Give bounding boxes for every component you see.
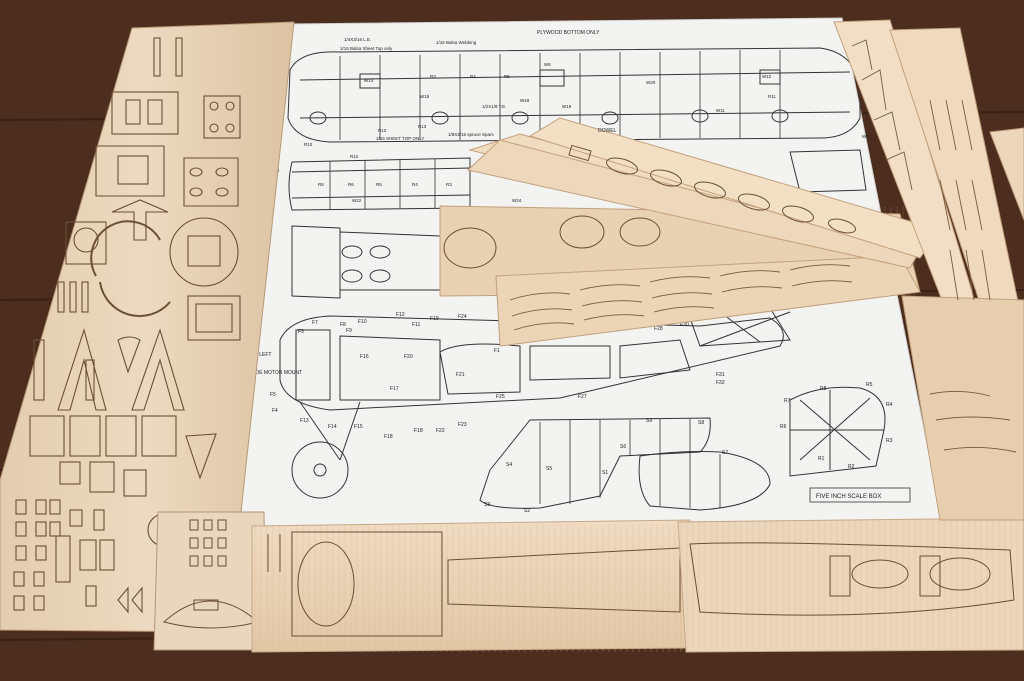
label-w14: W15 <box>420 94 430 99</box>
label-f9: F9 <box>346 328 352 334</box>
label-r3b: R3 <box>446 182 452 187</box>
label-tr1: R1 <box>818 456 825 462</box>
label-w5: W5 <box>862 134 869 139</box>
label-r11: R11 <box>768 94 776 99</box>
top-wing-drawing <box>287 47 861 143</box>
label-tr2: R2 <box>848 464 855 470</box>
dowel-label: DOWEL <box>598 128 617 134</box>
label-f11: F11 <box>412 322 420 328</box>
label-s9: S9 <box>646 418 652 424</box>
stabilizer-labels: S9 S8 S6 S7 S4 S5 S1 S3 S2 <box>484 418 728 514</box>
balsa-strips: DOWEL <box>439 117 941 347</box>
spruce-spars-label: 1/8X3/16 spruce Spars <box>448 132 495 137</box>
label-tr6: R6 <box>780 424 787 430</box>
label-s7: S7 <box>722 450 728 456</box>
le-label: 1/4X3/16 L.E. <box>344 37 371 42</box>
label-f1: F1 <box>494 348 500 354</box>
scale-box: FIVE INCH SCALE BOX <box>809 487 911 503</box>
fuselage-labels: F3 F2 LEFT RIGHT SIDE MOTOR MOUNT F5 F4 … <box>234 312 725 440</box>
label-s6: S6 <box>620 444 626 450</box>
label-w8: W6 <box>544 62 551 67</box>
label-tr4: R4 <box>886 402 893 408</box>
label-w13: W14 <box>364 78 374 83</box>
label-f10: F10 <box>358 319 367 325</box>
label-r10: R10 <box>304 142 313 147</box>
label-f25: F25 <box>496 394 505 400</box>
label-f22: F21 <box>456 372 465 378</box>
label-r4: R4 <box>470 74 476 79</box>
stabilizer-drawing <box>479 417 771 511</box>
label-f31: F30 <box>680 322 689 328</box>
label-f24: F23 <box>458 422 467 428</box>
label-tr5: R5 <box>866 382 873 388</box>
label-r12: R12 <box>378 128 387 133</box>
label-r5b: R5 <box>376 182 382 187</box>
label-tr3: R3 <box>886 438 893 444</box>
label-f20: F19 <box>430 316 439 322</box>
label-tr8: R8 <box>820 386 827 392</box>
label-f21: F20 <box>404 354 413 360</box>
sheet-top-only-label: 1/16 SHEET TOP ONLY <box>376 136 424 141</box>
top-wing-labels: PLYWOOD BOTTOM ONLY 1/4X3/16 L.E. 1/16 B… <box>304 30 869 147</box>
te-label: 1/2X1/8 T.E. <box>482 104 506 109</box>
label-f13: F13 <box>300 418 309 424</box>
webbing-label: 1/16 Balsa Webbing <box>436 40 477 45</box>
f2-left-label: F2 LEFT <box>252 352 271 358</box>
label-f30: F28 <box>654 326 663 332</box>
label-w12: W12 <box>762 74 772 79</box>
label-s4: S4 <box>506 462 512 468</box>
label-f8: F8 <box>340 322 346 328</box>
label-f32: F31 <box>716 372 725 378</box>
label-r5: R5 <box>504 74 510 79</box>
label-s2: S2 <box>524 508 530 514</box>
right-balsa-sheets <box>833 19 1024 521</box>
label-s5: S5 <box>546 466 552 472</box>
label-f28: F27 <box>578 394 587 400</box>
motor-mount-label: RIGHT SIDE MOTOR MOUNT <box>234 370 302 376</box>
bottom-balsa-sheet <box>251 519 691 653</box>
label-f19: F18 <box>384 434 393 440</box>
tail-fin-labels: R8 R5 R7 R4 R6 R3 R1 R2 <box>780 382 893 470</box>
label-f18: F18 <box>414 428 423 434</box>
tail-fin-drawing <box>789 386 886 477</box>
label-f15: F15 <box>354 424 363 430</box>
label-f16: F16 <box>360 354 369 360</box>
label-r12b: R12 <box>350 154 359 159</box>
sheet-top-label: 1/16 Balsa Sheet Top only <box>340 46 393 51</box>
plywood-bottom-label: PLYWOOD BOTTOM ONLY <box>537 30 600 36</box>
label-f4: F4 <box>272 408 278 414</box>
label-r13: R13 <box>418 124 427 129</box>
label-tr7: R7 <box>784 398 791 404</box>
bottom-right-balsa-sheet <box>677 517 1024 653</box>
label-f33: F32 <box>716 380 725 386</box>
label-r6: R6 <box>348 182 354 187</box>
label-f7: F7 <box>312 320 318 326</box>
small-plywood-card <box>153 511 267 651</box>
label-s8: S8 <box>698 420 704 426</box>
label-s3: S3 <box>484 502 490 508</box>
label-f17: F17 <box>390 386 399 392</box>
label-w24: W24 <box>512 198 522 203</box>
label-f12: F12 <box>396 312 405 318</box>
fuselage-drawing <box>279 225 791 499</box>
label-f23: F22 <box>436 428 445 434</box>
label-r4b: R4 <box>412 182 418 187</box>
label-r3: R3 <box>430 74 436 79</box>
scale-box-label: FIVE INCH SCALE BOX <box>816 494 881 500</box>
label-s1: S1 <box>602 470 608 476</box>
label-w20: W20 <box>646 80 656 85</box>
label-w22: W22 <box>352 198 362 203</box>
label-f5: F5 <box>270 392 276 398</box>
label-w17: W18 <box>520 98 530 103</box>
label-w18: W19 <box>562 104 572 109</box>
label-r8: R8 <box>318 182 324 187</box>
label-f14: F14 <box>328 424 337 430</box>
label-w11: W11 <box>716 108 725 113</box>
label-f27: F24 <box>458 314 467 320</box>
label-f3: F3 <box>298 329 304 335</box>
